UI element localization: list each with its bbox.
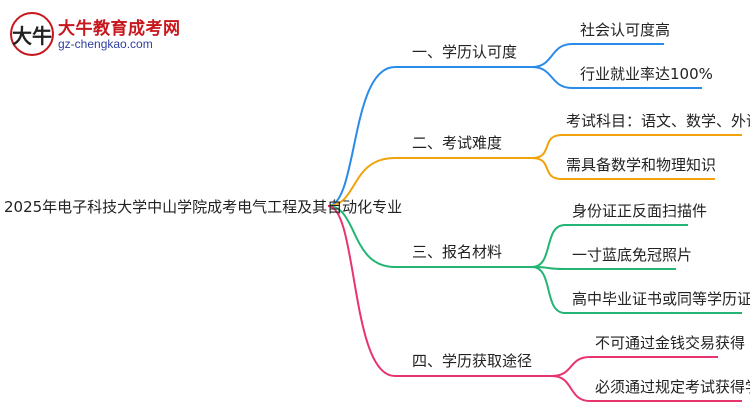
site-logo: 大牛 大牛教育成考网 gz-chengkao.com xyxy=(6,8,216,58)
branch-label-3: 三、报名材料 xyxy=(412,243,503,261)
leaf-2-1: 考试科目：语文、数学、外语 xyxy=(566,112,750,130)
leaf-connector-4-1 xyxy=(551,356,591,377)
root-connector-1 xyxy=(327,66,396,207)
logo-badge-icon: 大牛 xyxy=(10,12,54,56)
branch-label-2: 二、考试难度 xyxy=(412,134,503,152)
leaf-connector-2-2 xyxy=(531,157,563,180)
logo-badge-text: 大牛 xyxy=(12,24,52,48)
leaf-3-2: 一寸蓝底免冠照片 xyxy=(572,246,693,264)
branch-label-4: 四、学历获取途径 xyxy=(412,352,533,370)
leaf-1-2: 行业就业率达100% xyxy=(580,65,713,83)
leaf-4-2: 必须通过规定考试获得学历 xyxy=(595,378,750,396)
leaf-2-2: 需具备数学和物理知识 xyxy=(566,156,717,174)
leaf-4-1: 不可通过金钱交易获得 xyxy=(595,334,746,352)
leaf-connector-3-3 xyxy=(531,266,566,314)
leaf-connector-2-1 xyxy=(531,134,563,159)
leaf-3-3: 高中毕业证书或同等学历证明 xyxy=(572,290,750,308)
root-connector-3 xyxy=(327,205,396,268)
leaf-3-1: 身份证正反面扫描件 xyxy=(572,202,708,220)
logo-site-name: 大牛教育成考网 xyxy=(58,19,181,39)
branch-label-1: 一、学历认可度 xyxy=(412,43,518,61)
leaf-connector-3-1 xyxy=(531,224,566,268)
root-connector-4 xyxy=(327,205,396,377)
leaf-1-1: 社会认可度高 xyxy=(580,21,671,39)
leaf-connector-4-2 xyxy=(551,375,591,402)
leaf-connector-1-1 xyxy=(531,43,573,68)
leaf-connector-1-2 xyxy=(531,66,573,89)
root-topic: 2025年电子科技大学中山学院成考电气工程及其自动化专业 xyxy=(4,198,403,216)
logo-site-url: gz-chengkao.com xyxy=(58,37,153,51)
root-connector-2 xyxy=(327,157,396,207)
